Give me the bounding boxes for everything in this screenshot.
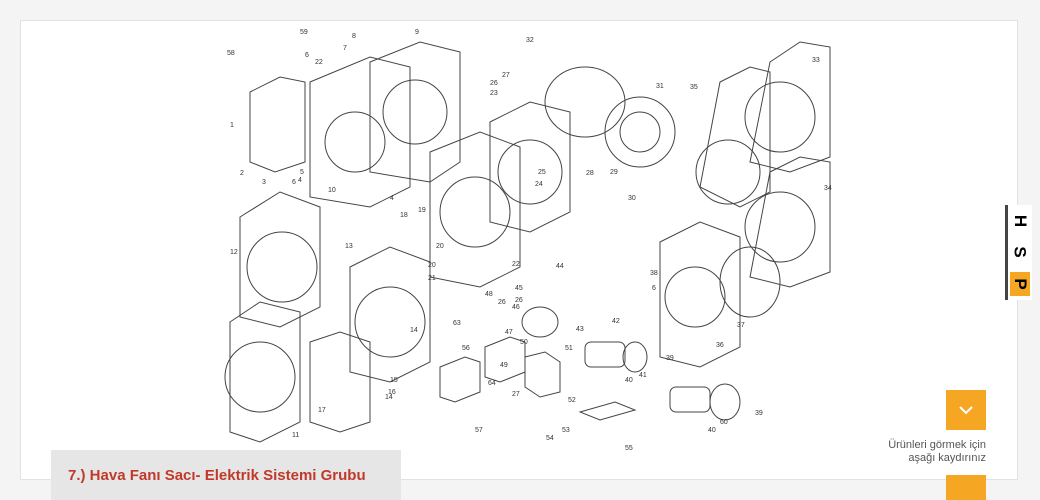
part-number-label: 53 — [562, 427, 570, 434]
part-number-label: 32 — [526, 37, 534, 44]
part-number-label: 49 — [500, 362, 508, 369]
brand-letter-s: S — [1011, 246, 1030, 259]
part-number-label: 14 — [385, 394, 393, 401]
part-number-label: 36 — [716, 342, 724, 349]
part-number-label: 63 — [453, 320, 461, 327]
brand-letter-h: H — [1011, 214, 1030, 227]
part-number-label: 56 — [462, 345, 470, 352]
section-caption-text: 7.) Hava Fanı Sacı- Elektrik Sistemi Gru… — [68, 466, 366, 484]
part-number-label: 64 — [488, 380, 496, 387]
part-number-label: 8 — [352, 33, 356, 40]
part-number-label: 46 — [512, 304, 520, 311]
part-number-label: 15 — [390, 377, 398, 384]
part-number-label: 60 — [720, 419, 728, 426]
part-number-label: 24 — [535, 181, 543, 188]
scroll-tab[interactable] — [946, 475, 986, 500]
part-number-label: 26 — [515, 297, 523, 304]
part-number-label: 2 — [240, 170, 244, 177]
part-number-label: 11 — [292, 432, 299, 439]
part-number-label: 22 — [315, 59, 323, 66]
part-number-label: 54 — [546, 435, 554, 442]
part-number-label: 7 — [343, 45, 347, 52]
part-number-label: 6 — [652, 285, 656, 292]
part-number-label: 44 — [556, 263, 564, 270]
part-number-label: 10 — [328, 187, 336, 194]
part-number-label: 30 — [628, 195, 636, 202]
part-number-label: 6 — [305, 52, 309, 59]
part-number-label: 20 — [436, 243, 444, 250]
part-number-label: 28 — [586, 170, 594, 177]
part-number-label: 25 — [538, 169, 546, 176]
brand-letter-p: P — [1010, 272, 1030, 297]
scroll-down-button[interactable] — [946, 390, 986, 430]
part-number-label: 21 — [428, 275, 436, 282]
part-number-label: 40 — [708, 427, 716, 434]
scroll-hint-line1: Ürünleri görmek için — [888, 439, 986, 451]
part-number-label: 51 — [565, 345, 573, 352]
part-number-label: 45 — [515, 285, 523, 292]
part-number-label: 57 — [475, 427, 483, 434]
part-number-label: 1 — [230, 122, 234, 129]
part-number-label: 34 — [824, 185, 832, 192]
part-number-label: 20 — [428, 262, 436, 269]
part-number-label: 19 — [418, 207, 426, 214]
part-number-label: 27 — [502, 72, 510, 79]
part-number-label: 4 — [390, 195, 394, 202]
part-number-label: 58 — [227, 50, 235, 57]
part-number-label: 33 — [812, 57, 820, 64]
part-number-label: 47 — [505, 329, 513, 336]
chevron-down-icon — [959, 406, 973, 415]
part-number-label: 35 — [690, 84, 698, 91]
part-number-label: 17 — [318, 407, 326, 414]
part-number-label: 14 — [410, 327, 418, 334]
scroll-hint: Ürünleri görmek için aşağı kaydırınız — [888, 439, 986, 465]
part-number-label: 39 — [666, 355, 674, 362]
part-number-label: 42 — [612, 318, 620, 325]
part-number-label: 18 — [400, 212, 408, 219]
part-number-label: 5 — [300, 169, 304, 176]
part-number-label: 22 — [512, 261, 520, 268]
part-number-label: 50 — [520, 339, 528, 346]
part-number-label: 9 — [415, 29, 419, 36]
part-number-label: 55 — [625, 445, 633, 452]
part-number-label: 23 — [490, 90, 498, 97]
part-number-label: 6 — [292, 179, 296, 186]
part-number-label: 31 — [656, 83, 664, 90]
brand-logo: H S P — [1005, 205, 1032, 300]
scroll-hint-line2: aşağı kaydırınız — [908, 452, 986, 464]
part-number-label: 37 — [737, 322, 745, 329]
part-number-label: 43 — [576, 326, 584, 333]
part-number-label: 12 — [230, 249, 238, 256]
section-caption: 7.) Hava Fanı Sacı- Elektrik Sistemi Gru… — [51, 450, 401, 500]
part-number-label: 27 — [512, 391, 520, 398]
part-number-label: 59 — [300, 29, 308, 36]
part-number-label: 41 — [639, 372, 647, 379]
part-number-label: 38 — [650, 270, 658, 277]
part-number-label: 16 — [388, 389, 396, 396]
part-number-label: 3 — [262, 179, 266, 186]
content-card — [20, 20, 1018, 480]
part-number-label: 39 — [755, 410, 763, 417]
part-number-label: 26 — [490, 80, 498, 87]
part-number-label: 26 — [498, 299, 506, 306]
part-number-label: 29 — [610, 169, 618, 176]
part-number-label: 4 — [298, 177, 302, 184]
part-number-label: 13 — [345, 243, 353, 250]
part-number-label: 52 — [568, 397, 576, 404]
part-number-label: 48 — [485, 291, 493, 298]
part-number-label: 40 — [625, 377, 633, 384]
